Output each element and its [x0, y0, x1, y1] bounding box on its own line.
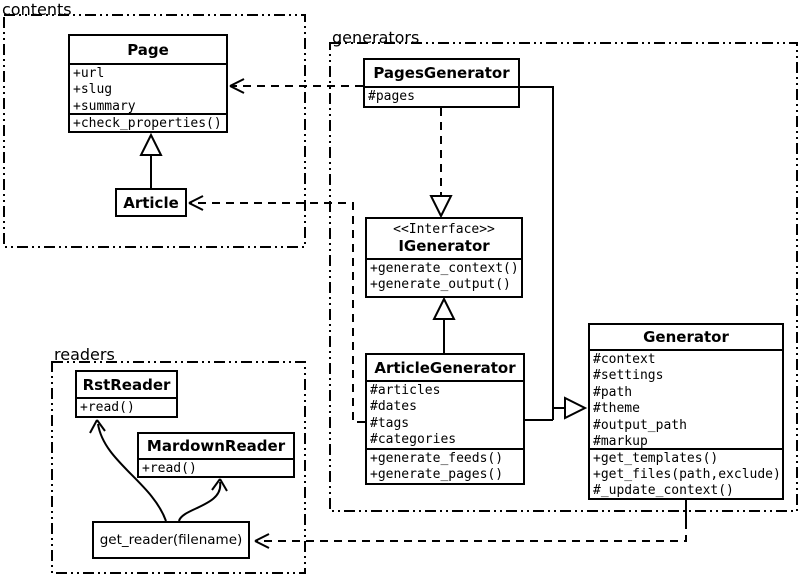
attribute: +slug [73, 82, 113, 98]
class-igenerator-methods: +generate_context() +generate_output() [367, 260, 521, 296]
attribute: +summary [73, 98, 136, 114]
attribute: +url [73, 66, 105, 81]
attribute: #context [593, 352, 656, 367]
class-igenerator: <<Interface>> IGenerator +generate_conte… [365, 217, 523, 298]
attribute: #output_path [593, 417, 687, 433]
class-rstreader: RstReader +read() [75, 370, 178, 418]
generalization-to-generator [520, 86, 588, 421]
class-pagesgenerator: PagesGenerator #pages [363, 58, 520, 108]
class-page: Page +url +slug +summary +check_properti… [68, 34, 228, 133]
readers-package-label: readers [54, 345, 115, 364]
class-articlegenerator-name: ArticleGenerator [367, 355, 523, 382]
class-page-attributes: +url +slug +summary [70, 65, 226, 115]
class-article-name: Article [123, 193, 179, 212]
method: +check_properties() [73, 116, 222, 131]
get-reader-label: get_reader(filename) [99, 532, 243, 548]
class-article: Article [115, 188, 187, 217]
method: +read() [142, 461, 197, 476]
class-rstreader-methods: +read() [77, 399, 176, 416]
class-generator-methods: +get_templates() +get_files(path,exclude… [590, 450, 782, 498]
dependency-articlegenerator-to-article [188, 195, 365, 423]
method: +read() [80, 400, 135, 415]
class-pagesgenerator-name: PagesGenerator [365, 60, 518, 88]
method: #_update_context() [593, 483, 734, 498]
arrow-getreader-to-rstreader [89, 419, 167, 522]
class-mardownreader: MardownReader +read() [137, 432, 295, 478]
arrow-getreader-to-mardownreader [178, 478, 228, 522]
class-rstreader-name: RstReader [77, 372, 176, 399]
function-box-get-reader: get_reader(filename) [92, 521, 250, 559]
attribute: #categories [370, 432, 457, 448]
class-generator-attributes: #context #settings #path #theme #output_… [590, 351, 782, 450]
attribute: #tags [370, 415, 410, 431]
method: +get_files(path,exclude) [593, 467, 781, 482]
class-mardownreader-methods: +read() [139, 460, 293, 476]
class-igenerator-title: IGenerator [398, 237, 490, 255]
generators-package-label: generators [332, 28, 420, 47]
dependency-generator-to-getreader [254, 500, 687, 549]
class-generator-name: Generator [590, 325, 782, 351]
class-articlegenerator-methods: +generate_feeds() +generate_pages() [367, 450, 523, 483]
generalization-article-to-page [139, 132, 163, 188]
generators-package-border [329, 42, 798, 512]
class-mardownreader-name: MardownReader [139, 434, 293, 460]
class-igenerator-name: <<Interface>> IGenerator [367, 219, 521, 260]
method: +generate_feeds() [370, 451, 504, 466]
class-pagesgenerator-attributes: #pages [365, 88, 518, 106]
attribute: #articles [370, 383, 441, 398]
attribute: #path [593, 384, 633, 400]
class-page-methods: +check_properties() [70, 115, 226, 131]
attribute: #markup [593, 434, 648, 450]
class-articlegenerator: ArticleGenerator #articles #dates #tags … [365, 353, 525, 485]
method: +get_templates() [593, 451, 719, 466]
attribute: #theme [593, 401, 640, 417]
contents-package-label: contents [2, 0, 72, 19]
generalization-articlegenerator-to-igenerator [432, 296, 456, 353]
method: +generate_output() [370, 277, 511, 293]
contents-package-border [3, 14, 306, 248]
readers-package-border [51, 361, 306, 574]
attribute: #dates [370, 399, 417, 415]
attribute: #pages [368, 89, 415, 104]
class-page-name: Page [70, 36, 226, 65]
attribute: #settings [593, 368, 664, 384]
method: +generate_pages() [370, 467, 504, 483]
dependency-pagesgenerator-to-page [229, 78, 363, 94]
method: +generate_context() [370, 261, 519, 276]
realization-pagesgenerator-to-igenerator [429, 108, 453, 219]
interface-stereotype: <<Interface>> [393, 222, 495, 237]
class-articlegenerator-attributes: #articles #dates #tags #categories [367, 382, 523, 450]
class-generator: Generator #context #settings #path #them… [588, 323, 784, 500]
